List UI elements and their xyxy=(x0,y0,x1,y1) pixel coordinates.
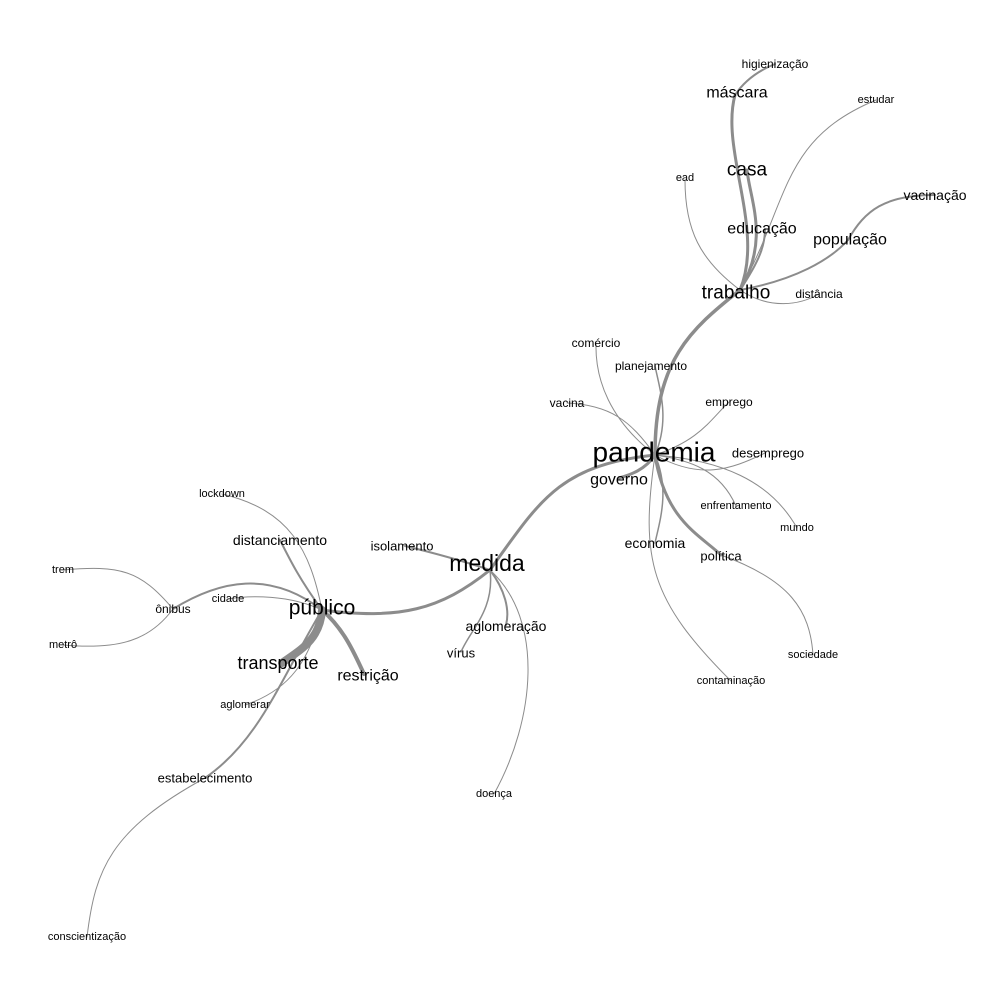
node-contaminacao: contaminação xyxy=(697,675,766,687)
node-sociedade: sociedade xyxy=(788,649,838,661)
node-planejamento: planejamento xyxy=(615,359,687,373)
edge-medida-publico xyxy=(320,568,492,616)
edge-publico-restricao xyxy=(320,608,366,676)
edge-onibus-metro xyxy=(62,608,174,647)
node-comercio: comércio xyxy=(572,336,621,350)
node-ead: ead xyxy=(676,172,694,184)
node-vacinacao: vacinação xyxy=(903,187,966,203)
edge-pandemia-contaminacao xyxy=(648,454,732,682)
edge-trabalho-pandemia xyxy=(653,288,742,457)
edge-pandemia-planejamento xyxy=(654,365,664,456)
node-lockdown: lockdown xyxy=(199,488,245,500)
edge-pandemia-economia xyxy=(654,454,664,544)
edge-politica-sociedade xyxy=(720,554,814,656)
node-aglomeracao: aglomeração xyxy=(466,618,547,634)
edge-trabalho-distancia xyxy=(739,289,820,305)
edge-medida-aglomeracao xyxy=(489,569,509,626)
edge-publico-onibus xyxy=(172,582,323,611)
node-trem: trem xyxy=(52,564,74,576)
node-populacao: população xyxy=(813,232,887,249)
node-aglomerar: aglomerar xyxy=(220,699,270,711)
edge-trabalho-estudar xyxy=(739,99,877,291)
node-onibus: ônibus xyxy=(155,602,190,616)
edge-pandemia-governo xyxy=(617,453,657,480)
node-pandemia: pandemia xyxy=(593,437,716,468)
edge-trabalho-populacao xyxy=(739,239,849,291)
node-distancia: distância xyxy=(795,287,843,301)
node-enfrentamento: enfrentamento xyxy=(701,500,772,512)
nodes: higienização máscara estudar casa ead va… xyxy=(48,57,967,943)
node-desemprego: desemprego xyxy=(732,446,804,461)
edge-publico-cidade xyxy=(227,596,323,611)
node-mundo: mundo xyxy=(780,522,814,534)
edge-medida-isolamento xyxy=(404,545,491,571)
edge-publico-estabelecimento xyxy=(204,609,323,779)
node-casa: casa xyxy=(727,160,768,181)
node-estudar: estudar xyxy=(858,94,895,106)
edge-pandemia-vacina xyxy=(566,402,656,456)
node-metro: metrô xyxy=(49,639,77,651)
node-vacina: vacina xyxy=(550,396,585,410)
node-restricao: restrição xyxy=(337,668,398,685)
edge-pandemia-medida xyxy=(488,453,657,572)
node-virus: vírus xyxy=(447,646,476,661)
edge-medida-doenca xyxy=(489,569,529,795)
edge-publico-transporte xyxy=(278,606,326,667)
node-higienizacao: higienização xyxy=(742,57,809,71)
node-publico: público xyxy=(289,597,356,620)
node-educacao: educação xyxy=(727,221,796,238)
node-distanciamento: distanciamento xyxy=(233,532,327,548)
node-governo: governo xyxy=(590,472,648,489)
node-emprego: emprego xyxy=(705,395,753,409)
edge-publico-aglomerar xyxy=(244,609,323,706)
node-economia: economia xyxy=(625,535,686,551)
edge-mascara-higienizacao xyxy=(734,63,776,96)
edge-pandemia-emprego xyxy=(654,401,730,456)
edge-pandemia-comercio xyxy=(595,342,656,456)
edge-medida-virus xyxy=(460,569,492,653)
edge-publico-distanciamento xyxy=(279,539,323,611)
edge-pandemia-mundo xyxy=(654,454,798,529)
node-doenca: doença xyxy=(476,788,513,800)
node-mascara: máscara xyxy=(706,85,767,102)
edges xyxy=(62,63,936,938)
edge-estabelecimento-conscientizacao xyxy=(86,777,206,938)
node-trabalho: trabalho xyxy=(702,283,771,304)
edge-trabalho-ead xyxy=(684,179,741,291)
edge-onibus-trem xyxy=(62,567,174,610)
node-cidade: cidade xyxy=(212,593,244,605)
node-conscientizacao: conscientização xyxy=(48,931,126,943)
edge-trabalho-educacao xyxy=(739,228,766,291)
node-transporte: transporte xyxy=(237,653,318,673)
edge-pandemia-desemprego xyxy=(654,452,766,471)
node-politica: política xyxy=(700,549,742,564)
edge-pandemia-enfrentamento xyxy=(654,454,737,507)
edge-pandemia-politica xyxy=(653,453,723,557)
node-estabelecimento: estabelecimento xyxy=(158,771,253,786)
node-medida: medida xyxy=(449,550,525,576)
node-isolamento: isolamento xyxy=(371,539,434,554)
edge-populacao-vacinacao xyxy=(847,194,936,241)
edge-trabalho-mascara xyxy=(730,93,750,292)
edge-publico-lockdown xyxy=(221,493,323,611)
